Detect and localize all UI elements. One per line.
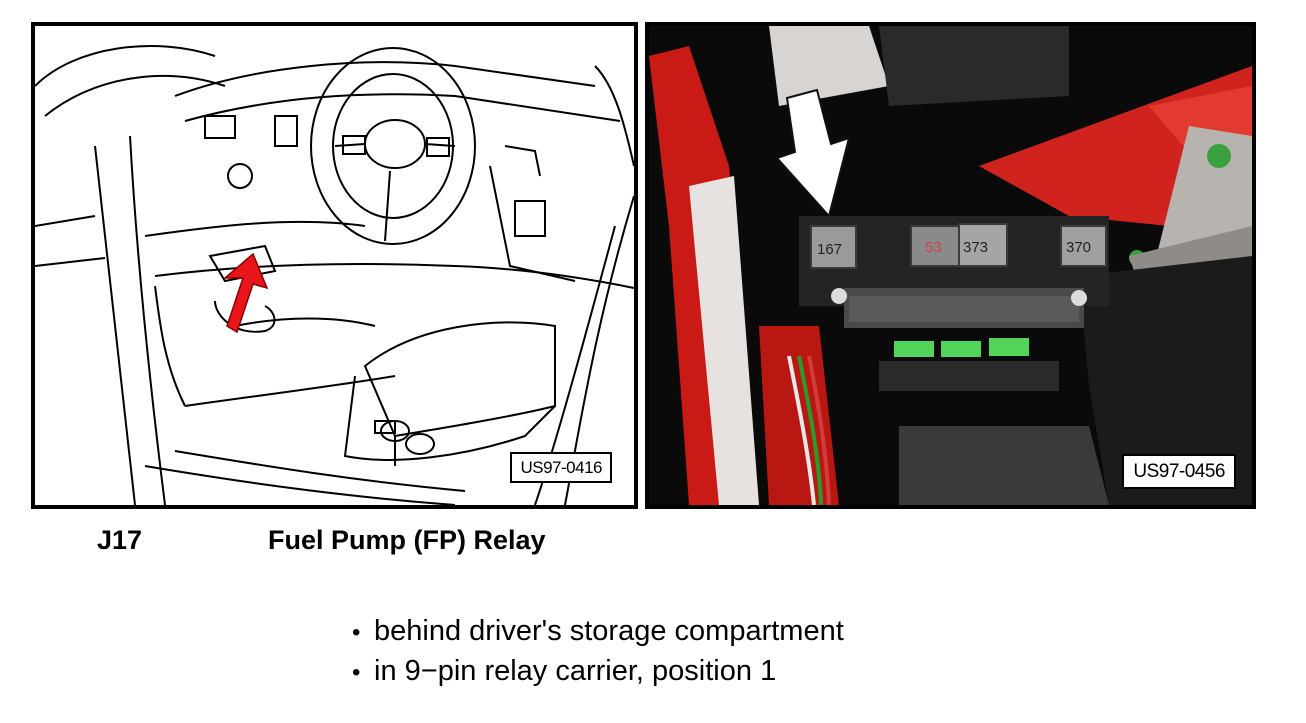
relay-block — [810, 223, 1107, 269]
figure-code-right: US97-0456 — [1122, 454, 1236, 489]
interior-illustration: US97-0416 — [31, 22, 638, 509]
location-note: • in 9−pin relay carrier, position 1 — [352, 652, 844, 692]
location-note: • behind driver's storage compartment — [352, 612, 844, 652]
relay-label-373: 373 — [963, 239, 988, 256]
component-name: Fuel Pump (FP) Relay — [268, 525, 546, 555]
location-arrow-icon — [775, 88, 851, 219]
location-notes-list: • behind driver's storage compartment • in… — [352, 612, 844, 692]
location-arrow-icon — [222, 252, 269, 334]
relay-label-53: 53 — [925, 239, 942, 256]
relay-carrier-photo: 167 53 373 370 US97-0456 — [645, 22, 1256, 509]
bullet-icon: • — [352, 619, 361, 646]
relay-label-167: 167 — [817, 241, 842, 258]
relay-label-370: 370 — [1066, 239, 1091, 256]
figure-code-left: US97-0416 — [510, 452, 612, 483]
relay-carrier-image: 167 53 373 370 — [649, 26, 1252, 505]
dashboard-line-drawing — [35, 45, 634, 505]
bullet-icon: • — [352, 659, 361, 686]
location-note-text: behind driver's storage compartment — [374, 615, 844, 647]
location-note-text: in 9−pin relay carrier, position 1 — [374, 655, 777, 687]
component-id: J17 — [97, 525, 143, 555]
